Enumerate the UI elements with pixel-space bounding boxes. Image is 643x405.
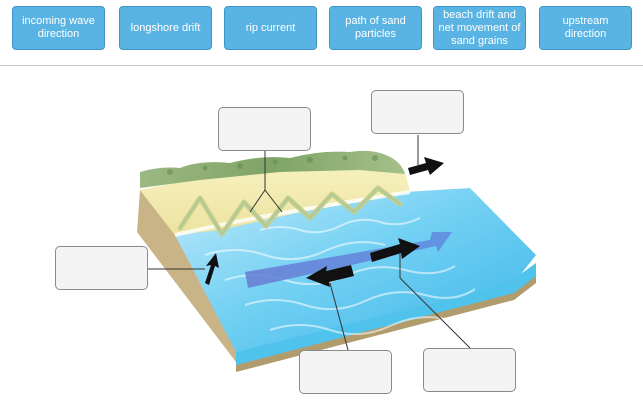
divider: [0, 65, 643, 66]
leader-lines: [148, 135, 471, 351]
drop-target-bottom-right[interactable]: [423, 348, 516, 392]
label-chip-incoming-wave-direction[interactable]: incoming wave direction: [12, 6, 105, 50]
leader-upstream: [329, 282, 349, 351]
vegetation-texture: [167, 155, 378, 175]
drop-target-left[interactable]: [55, 246, 148, 290]
leader-path-of-sand: [399, 277, 471, 349]
longshore-drift-arrow: [370, 238, 420, 262]
drop-target-top-left[interactable]: [218, 107, 311, 151]
label-chip-beach-drift[interactable]: beach drift and net movement of sand gra…: [433, 6, 526, 50]
label-bank: incoming wave direction longshore drift …: [0, 0, 643, 62]
beach-sand: [140, 168, 410, 235]
coastal-vegetation: [140, 150, 405, 188]
label-chip-rip-current[interactable]: rip current: [224, 6, 317, 50]
beach-drift-arrow: [408, 157, 444, 175]
upstream-arrow: [306, 265, 354, 287]
drop-target-bottom-center[interactable]: [299, 350, 392, 394]
beach-drift-path-highlight: [179, 187, 401, 236]
drop-target-top-right[interactable]: [371, 90, 464, 134]
incoming-wave-arrow: [205, 253, 219, 285]
label-chip-longshore-drift[interactable]: longshore drift: [119, 6, 212, 50]
label-chip-path-of-sand-particles[interactable]: path of sand particles: [329, 6, 422, 50]
block-left-face: [137, 190, 240, 362]
label-chip-upstream-direction[interactable]: upstream direction: [539, 6, 632, 50]
